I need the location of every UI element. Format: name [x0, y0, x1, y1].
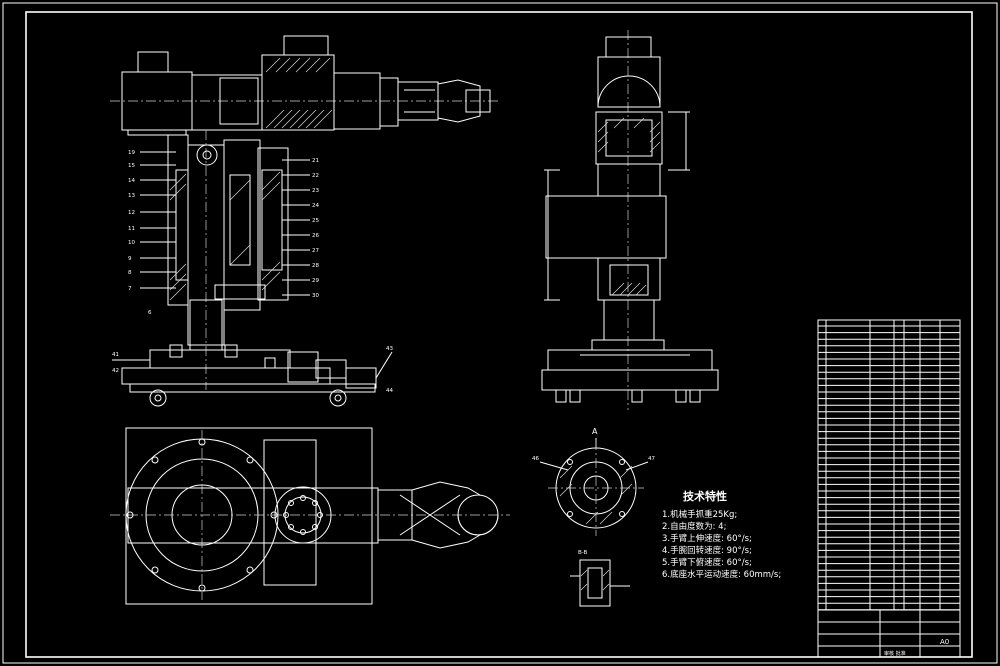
svg-text:8: 8: [128, 270, 132, 276]
title-block: A0 审核 批准: [817, 609, 961, 658]
svg-text:21: 21: [312, 158, 319, 164]
inner-border: [25, 11, 973, 658]
tech-spec-block: 技术特性 1.机械手抓重25Kg; 2.自由度数为: 4; 3.手臂上伸速度: …: [662, 489, 781, 580]
svg-text:19: 19: [128, 150, 135, 156]
front-view: [110, 35, 500, 407]
svg-text:7: 7: [128, 286, 132, 292]
tech-spec-line: 6.底座水平运动速度: 60mm/s;: [662, 569, 781, 580]
svg-text:6: 6: [148, 310, 152, 316]
sheet-size-label: A0: [940, 638, 949, 646]
front-view-callouts: 19 15 14 13 12 11 10 9 8 7 21 22 23 24 2…: [112, 150, 393, 394]
svg-text:41: 41: [112, 352, 119, 358]
svg-text:12: 12: [128, 210, 135, 216]
svg-text:26: 26: [312, 233, 319, 239]
parts-list-table: [817, 319, 961, 611]
svg-text:B-B: B-B: [578, 550, 588, 556]
svg-text:44: 44: [386, 388, 393, 394]
svg-text:22: 22: [312, 173, 319, 179]
section-b-view: B-B: [570, 550, 630, 607]
svg-text:28: 28: [312, 263, 319, 269]
tech-spec-line: 1.机械手抓重25Kg;: [662, 509, 737, 520]
svg-text:13: 13: [128, 193, 135, 199]
svg-text:11: 11: [128, 226, 135, 232]
side-view: [541, 30, 719, 410]
section-a-view: A 46 47: [532, 427, 655, 536]
tech-spec-title: 技术特性: [683, 489, 727, 503]
svg-text:23: 23: [312, 188, 319, 194]
tech-spec-line: 2.自由度数为: 4;: [662, 521, 726, 532]
svg-text:27: 27: [312, 248, 319, 254]
svg-text:9: 9: [128, 256, 132, 262]
approval-row: 审核 批准: [884, 650, 906, 657]
svg-text:10: 10: [128, 240, 135, 246]
tech-spec-line: 5.手臂下俯速度: 60°/s;: [662, 557, 752, 568]
svg-text:14: 14: [128, 178, 135, 184]
svg-text:15: 15: [128, 163, 135, 169]
svg-text:43: 43: [386, 346, 393, 352]
tech-spec-line: 3.手臂上伸速度: 60°/s;: [662, 533, 752, 544]
svg-text:46: 46: [532, 456, 539, 462]
svg-text:47: 47: [648, 456, 655, 462]
svg-text:29: 29: [312, 278, 319, 284]
svg-text:30: 30: [312, 293, 319, 299]
svg-text:24: 24: [312, 203, 319, 209]
svg-text:25: 25: [312, 218, 319, 224]
tech-spec-line: 4.手腕回转速度: 90°/s;: [662, 545, 752, 556]
top-view: [110, 427, 510, 605]
svg-text:42: 42: [112, 368, 119, 374]
svg-text:A: A: [592, 427, 598, 436]
